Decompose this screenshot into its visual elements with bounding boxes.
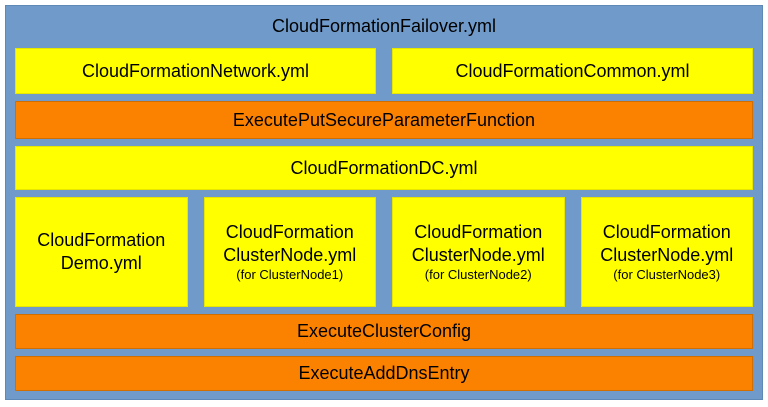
box-note: (for ClusterNode2) [424,267,532,282]
box-cloudformation-dc: CloudFormationDC.yml [15,146,753,190]
box-cloudformation-network: CloudFormationNetwork.yml [15,48,376,94]
box-label: CloudFormation ClusterNode.yml [223,222,357,265]
box-execute-add-dns-entry: ExecuteAddDnsEntry [15,356,753,391]
box-cloudformation-clusternode-2: CloudFormation ClusterNode.yml (for Clus… [392,197,565,307]
box-note: (for ClusterNode1) [236,267,344,282]
box-label: CloudFormation ClusterNode.yml [411,222,545,265]
box-cloudformation-clusternode-3: CloudFormation ClusterNode.yml (for Clus… [580,197,753,307]
box-execute-put-secure-parameter-function: ExecutePutSecureParameterFunction [15,101,753,139]
box-label: CloudFormation Demo.yml [37,230,166,273]
box-cloudformation-common: CloudFormationCommon.yml [392,48,753,94]
row-network-common: CloudFormationNetwork.yml CloudFormation… [15,48,753,94]
row-cluster-nodes: CloudFormation Demo.yml CloudFormation C… [15,197,753,307]
box-label: CloudFormation ClusterNode.yml [600,222,734,265]
failover-stack-panel: CloudFormationFailover.yml CloudFormatio… [5,5,763,400]
box-execute-cluster-config: ExecuteClusterConfig [15,314,753,349]
box-cloudformation-clusternode-1: CloudFormation ClusterNode.yml (for Clus… [203,197,376,307]
panel-title: CloudFormationFailover.yml [271,15,497,36]
box-cloudformation-demo: CloudFormation Demo.yml [15,197,188,307]
box-note: (for ClusterNode3) [613,267,721,282]
